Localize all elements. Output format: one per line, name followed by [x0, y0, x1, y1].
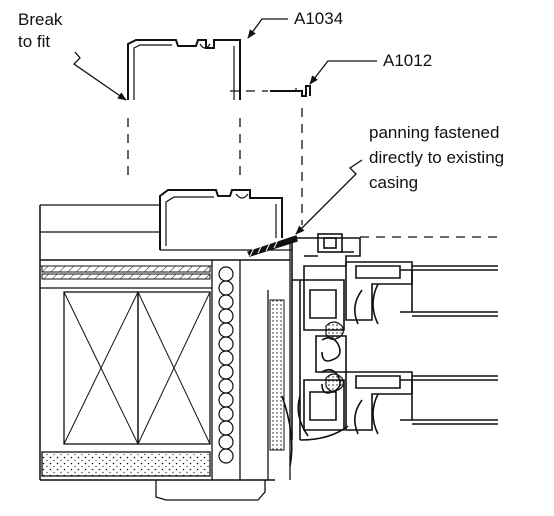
label-part-a1034: A1034: [294, 9, 344, 28]
installed-panning: [159, 189, 292, 251]
wall-assembly: [39, 204, 291, 501]
part-a1034-profile: [127, 39, 241, 100]
alignment-dashes: [127, 90, 498, 238]
label-break-line1: Break: [18, 10, 63, 29]
part-a1012-profile: [270, 85, 311, 97]
backer-rod-column: [218, 266, 234, 464]
label-break-line2: to fit: [18, 32, 51, 51]
screw-fastener: [247, 235, 298, 257]
leader-lines: [72, 18, 377, 235]
window-frame-profiles: [281, 233, 413, 467]
label-note-line1: panning fastened: [369, 123, 500, 142]
label-note-line3: casing: [369, 173, 419, 192]
insulation-strip: [269, 299, 285, 451]
glazing-units: [400, 265, 498, 425]
label-note-line2: directly to existing: [369, 148, 505, 167]
weatherstrip-seals: [325, 321, 344, 392]
label-part-a1012: A1012: [383, 51, 433, 70]
